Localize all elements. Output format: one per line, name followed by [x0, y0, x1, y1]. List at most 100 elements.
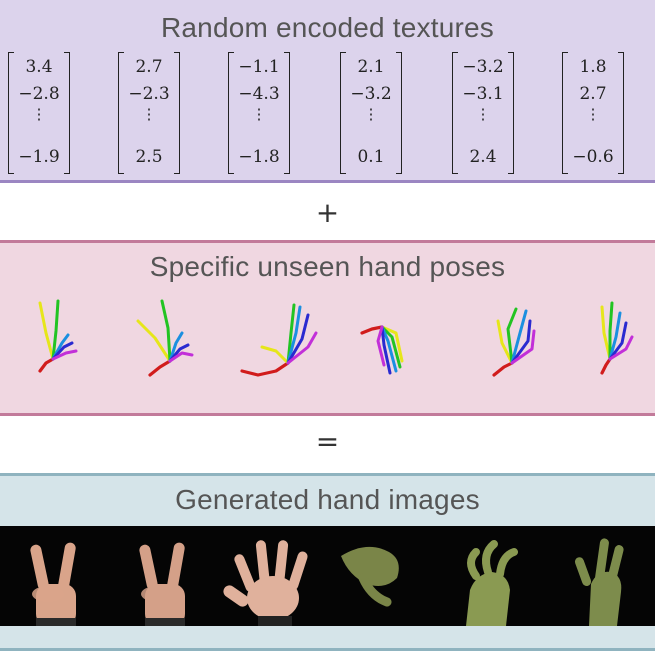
bracket-left [118, 52, 124, 174]
vector-entry: −1.9 [18, 147, 60, 167]
generated-hand-image [109, 526, 218, 626]
vector-entry: −1.1 [238, 57, 280, 77]
poses-panel: Specific unseen hand poses [0, 240, 655, 416]
finger-bone [286, 305, 302, 365]
vector-entry: 2.7 [579, 84, 607, 104]
finger-bone [136, 319, 172, 363]
generated-hand-image [218, 526, 327, 626]
finger-bone [38, 301, 55, 361]
wrist-bone [240, 361, 290, 377]
generated-images-strip [0, 526, 655, 626]
finger-bone [510, 329, 536, 365]
finger-bone [380, 325, 402, 369]
images-panel: Generated hand images [0, 473, 655, 651]
hand-pose-2 [136, 299, 194, 377]
bracket-right [174, 52, 180, 174]
vector-entry: −3.2 [462, 57, 504, 77]
texture-vector: 2.7 −2.3⋮ 2.5 [118, 52, 180, 174]
hand-illustration [30, 542, 76, 626]
vector-entry: −2.8 [18, 84, 60, 104]
bracket-left [562, 52, 568, 174]
hand-pose-1 [38, 299, 78, 373]
finger-bone [496, 319, 514, 365]
bracket-right [64, 52, 70, 174]
hand-illustration [341, 546, 399, 607]
texture-vector: −3.2 −3.1⋮ 2.4 [452, 52, 514, 174]
bracket-right [508, 52, 514, 174]
finger-bone [600, 305, 612, 361]
hand-pose-4 [360, 325, 404, 375]
finger-bone [608, 335, 634, 361]
vertical-ellipsis: ⋮ [363, 105, 379, 123]
vector-entry: −3.1 [462, 84, 504, 104]
bracket-left [8, 52, 14, 174]
vertical-ellipsis: ⋮ [141, 105, 157, 123]
texture-vector: 1.8 2.7⋮ −0.6 [562, 52, 624, 174]
vector-entry: 2.7 [135, 57, 163, 77]
hand-pose-6 [600, 301, 634, 375]
finger-bone [380, 325, 404, 363]
vector-entry: −4.3 [238, 84, 280, 104]
finger-bone [506, 307, 518, 365]
texture-vector: 2.1 −3.2⋮ 0.1 [340, 52, 402, 174]
wrist-bone [492, 361, 514, 377]
finger-bone [286, 331, 318, 365]
vector-entry: −2.3 [128, 84, 170, 104]
finger-bone [608, 321, 628, 361]
finger-bone [376, 325, 386, 367]
finger-bone [380, 325, 392, 375]
finger-bone [510, 319, 532, 365]
finger-bone [260, 345, 290, 365]
vector-entry: −3.2 [350, 84, 392, 104]
hand-pose-skeletons [38, 299, 634, 377]
vertical-ellipsis: ⋮ [251, 105, 267, 123]
vector-entry: 2.4 [469, 147, 497, 167]
finger-bone [51, 299, 60, 361]
hand-illustration [574, 538, 624, 626]
finger-bone [510, 309, 528, 365]
wrist-bone [38, 357, 55, 373]
hand-illustration [466, 540, 518, 626]
finger-bone [286, 303, 296, 365]
wrist-bone [600, 357, 612, 375]
wrist-bone [148, 359, 172, 377]
hand-pose-5 [492, 307, 536, 377]
vector-entry: 2.5 [135, 147, 163, 167]
bracket-left [452, 52, 458, 174]
textures-title: Random encoded textures [160, 12, 495, 43]
finger-bone [51, 341, 74, 361]
finger-bone [160, 299, 172, 363]
vector-entry: −1.8 [238, 147, 280, 167]
vector-entry: 0.1 [357, 147, 385, 167]
vertical-ellipsis: ⋮ [475, 105, 491, 123]
texture-vector: 3.4 −2.8⋮ −1.9 [8, 52, 70, 174]
generated-hand-image [0, 526, 109, 626]
finger-bone [51, 349, 78, 361]
generated-hand-image [545, 526, 654, 626]
vector-entry: −0.6 [572, 147, 614, 167]
finger-bone [168, 331, 184, 363]
finger-bone [608, 311, 622, 361]
poses-title: Specific unseen hand poses [149, 251, 506, 282]
generated-hand-image [327, 526, 436, 626]
plus-sign: + [315, 196, 340, 229]
vector-entry: 2.1 [357, 57, 385, 77]
vector-entry: 1.8 [579, 57, 607, 77]
bracket-left [228, 52, 234, 174]
bracket-right [284, 52, 290, 174]
bracket-right [618, 52, 624, 174]
finger-bone [168, 351, 194, 363]
finger-bone [608, 301, 614, 361]
vertical-ellipsis: ⋮ [31, 105, 47, 123]
finger-bone [286, 313, 310, 365]
hand-illustration [223, 540, 308, 626]
equals-sign: = [315, 425, 340, 458]
vector-entry: 3.4 [25, 57, 53, 77]
generated-hand-image [436, 526, 545, 626]
wrist-bone [360, 325, 384, 335]
vertical-ellipsis: ⋮ [585, 105, 601, 123]
texture-vector: −1.1 −4.3⋮ −1.8 [228, 52, 290, 174]
bracket-left [340, 52, 346, 174]
textures-panel: Random encoded textures [0, 0, 655, 183]
hand-illustration [139, 542, 185, 626]
